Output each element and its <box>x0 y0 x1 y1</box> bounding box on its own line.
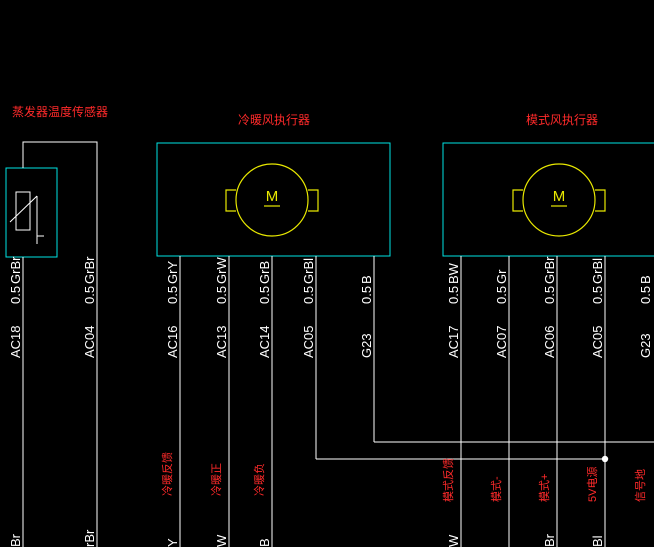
wire-label-size: 0.5 <box>82 286 97 304</box>
motor1-symbol: M <box>266 188 279 205</box>
wire-label-size: 0.5 <box>590 286 605 304</box>
bottom-color-label: Bl <box>590 535 605 547</box>
wire-label-pin: AC14 <box>257 325 272 358</box>
wire-label-color: GrBr <box>8 256 23 284</box>
wire-label-size: 0.5 <box>359 286 374 304</box>
wire-label-color: Gr <box>494 269 509 284</box>
signal-label: 冷暖负 <box>252 463 266 496</box>
wire-label-color: GrBl <box>590 258 605 284</box>
wire-label-size: 0.5 <box>257 286 272 304</box>
motor2-title: 模式风执行器 <box>526 113 598 127</box>
bottom-color-label: W <box>446 534 461 547</box>
wire-label-pin: AC04 <box>82 325 97 358</box>
wire-label-size: 0.5 <box>301 286 316 304</box>
mode-door-actuator: M <box>442 142 654 257</box>
wire-label-size: 0.5 <box>165 286 180 304</box>
wire-label-color: B <box>638 275 653 284</box>
wire-label-pin: AC07 <box>494 325 509 358</box>
wire-label-pin: AC18 <box>8 325 23 358</box>
wire-label-color: GrBl <box>301 258 316 284</box>
wire-label-size: 0.5 <box>8 286 23 304</box>
signal-labels: 冷暖反馈 冷暖正 冷暖负 模式反馈 模式- 模式+ 5V电源 信号地 <box>161 452 647 502</box>
signal-label: 模式反馈 <box>442 458 455 502</box>
wire-lines <box>22 256 654 547</box>
signal-label: 冷暖反馈 <box>161 452 174 496</box>
bottom-color-label: Y <box>165 538 180 547</box>
bottom-color-label: Br <box>8 533 23 547</box>
wire-label-pin: AC17 <box>446 325 461 358</box>
signal-label: 模式+ <box>538 474 551 502</box>
motor1-title: 冷暖风执行器 <box>238 113 310 127</box>
wire-label-pin: G23 <box>359 333 374 358</box>
wire-label-color: GrY <box>165 261 180 284</box>
blend-door-actuator: M <box>156 142 391 257</box>
wire-label-color: GrW <box>214 257 229 284</box>
signal-label: 冷暖正 <box>210 463 223 496</box>
wire-label-color: GrB <box>257 261 272 284</box>
wire-pin-labels: AC18 0.5 GrBr AC04 0.5 GrBr AC16 0.5 GrY… <box>8 256 653 358</box>
evaporator-temp-sensor <box>5 141 98 258</box>
wire-label-size: 0.5 <box>638 286 653 304</box>
wire-label-pin: AC05 <box>590 325 605 358</box>
bottom-color-labels: Br rBr Y W B W Br Bl <box>8 529 605 547</box>
wire-label-size: 0.5 <box>214 286 229 304</box>
bottom-color-label: B <box>257 538 272 547</box>
wire-label-pin: AC05 <box>301 325 316 358</box>
wire-label-color: GrBr <box>542 256 557 284</box>
motor-icon: M <box>225 163 319 237</box>
junction-dot <box>601 455 609 463</box>
motor-icon: M <box>512 163 606 237</box>
wire-label-pin: AC06 <box>542 325 557 358</box>
wire-label-size: 0.5 <box>494 286 509 304</box>
bottom-color-label: rBr <box>82 529 97 547</box>
wire-label-color: B <box>359 275 374 284</box>
wire-label-pin: G23 <box>638 333 653 358</box>
signal-label: 信号地 <box>634 469 647 502</box>
wire-label-color: BW <box>446 262 461 284</box>
bottom-color-label: Br <box>542 533 557 547</box>
thermistor-icon <box>9 191 44 244</box>
sensor-title: 蒸发器温度传感器 <box>12 104 108 119</box>
wire-label-pin: AC13 <box>214 325 229 358</box>
bottom-color-label: W <box>214 534 229 547</box>
wire-label-size: 0.5 <box>542 286 557 304</box>
signal-label: 5V电源 <box>585 467 599 502</box>
motor2-symbol: M <box>553 188 566 205</box>
wire-label-size: 0.5 <box>446 286 461 304</box>
wire-label-pin: AC16 <box>165 325 180 358</box>
wire-label-color: GrBr <box>82 256 97 284</box>
signal-label: 模式- <box>490 476 503 502</box>
